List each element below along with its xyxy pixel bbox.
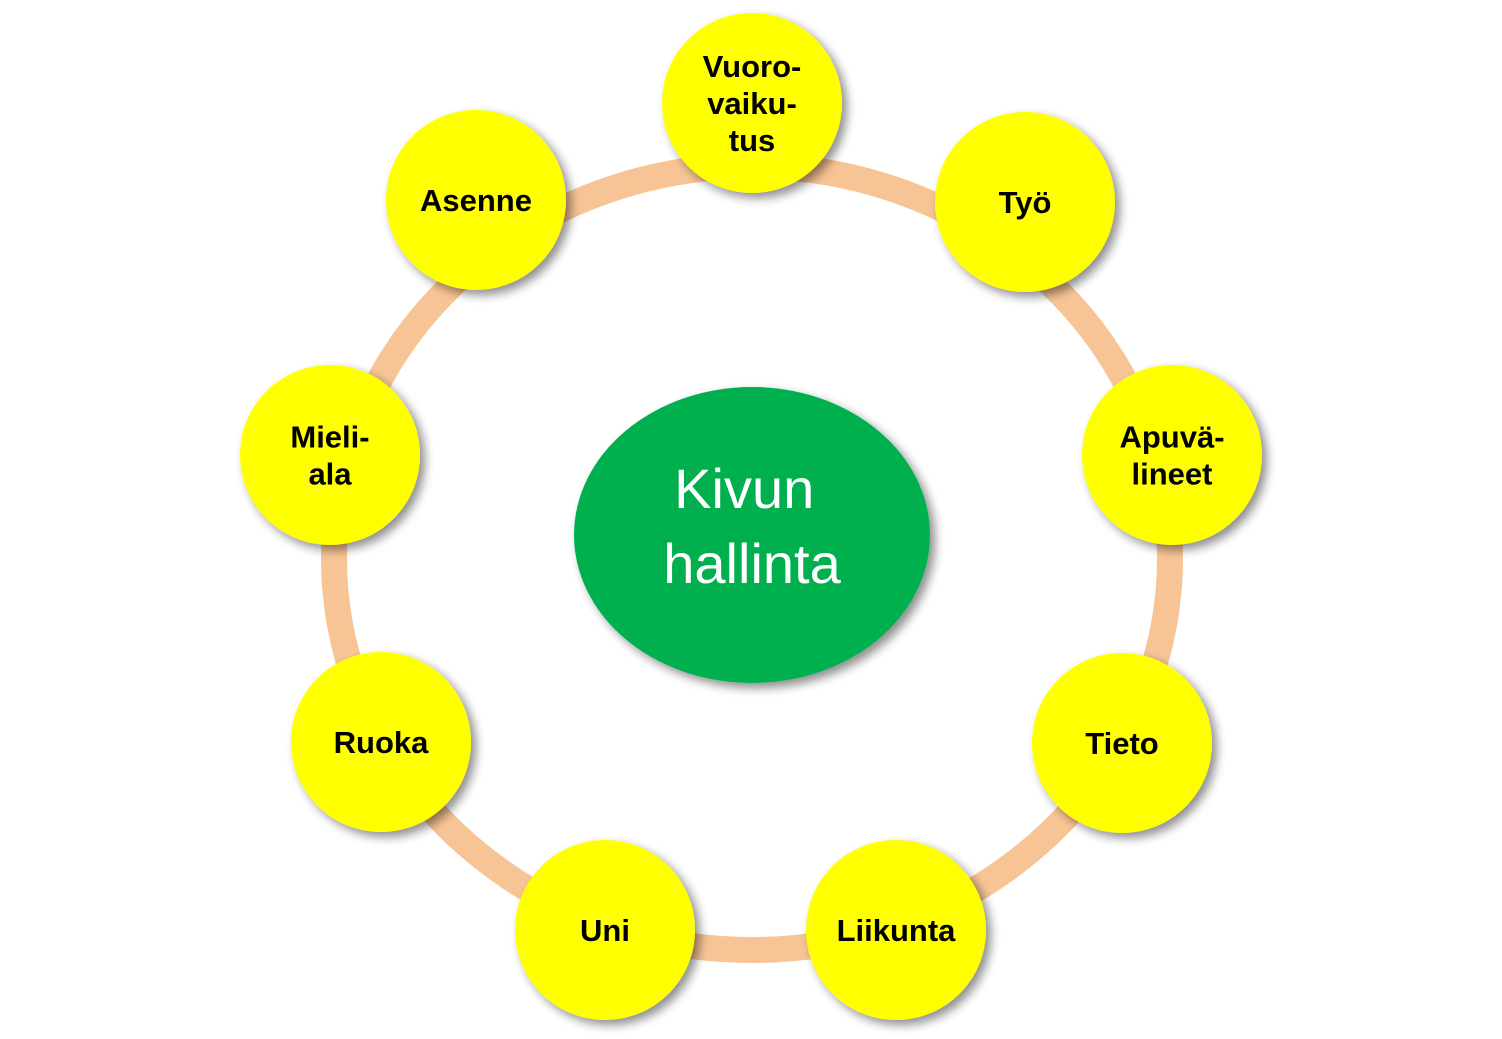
node-circle — [935, 112, 1115, 292]
center-label-line-1: Kivun — [674, 457, 814, 520]
node-circle — [662, 13, 842, 193]
node-circle — [240, 365, 420, 545]
node-label-line: Tieto — [1085, 726, 1159, 761]
node-label: Ruoka — [334, 725, 430, 760]
node-mieliala: Mieli-ala — [240, 365, 420, 545]
node-circle — [291, 652, 471, 832]
node-label: Tieto — [1085, 726, 1159, 761]
node-label: Apuvä-lineet — [1119, 420, 1224, 492]
node-circle — [515, 840, 695, 1020]
node-label: Uni — [580, 913, 630, 948]
node-label-line: ala — [308, 457, 352, 492]
center-node: Kivun hallinta — [574, 387, 930, 683]
node-label: Työ — [999, 185, 1052, 220]
outer-nodes: Vuoro-vaiku-tusTyöApuvä-lineetTietoLiiku… — [240, 13, 1262, 1020]
node-label-line: Työ — [999, 185, 1052, 220]
node-label-line: Mieli- — [290, 420, 369, 455]
node-label-line: tus — [729, 123, 776, 158]
node-tyo: Työ — [935, 112, 1115, 292]
center-label-line-2: hallinta — [663, 532, 841, 595]
node-label-line: vaiku- — [707, 86, 797, 121]
node-circle — [1032, 653, 1212, 833]
node-circle — [806, 840, 986, 1020]
node-vuorovaikutus: Vuoro-vaiku-tus — [662, 13, 842, 193]
node-label-line: Liikunta — [837, 913, 957, 948]
node-label: Mieli-ala — [290, 420, 369, 492]
center-label: Kivun hallinta — [663, 457, 841, 595]
node-tieto: Tieto — [1032, 653, 1212, 833]
node-ruoka: Ruoka — [291, 652, 471, 832]
node-liikunta: Liikunta — [806, 840, 986, 1020]
node-label: Vuoro-vaiku-tus — [703, 49, 802, 158]
node-circle — [1082, 365, 1262, 545]
node-asenne: Asenne — [386, 110, 566, 290]
node-uni: Uni — [515, 840, 695, 1020]
node-label-line: lineet — [1132, 457, 1213, 492]
node-label-line: Uni — [580, 913, 630, 948]
node-label: Liikunta — [837, 913, 957, 948]
node-label-line: Asenne — [420, 183, 532, 218]
node-label: Asenne — [420, 183, 532, 218]
node-circle — [386, 110, 566, 290]
node-label-line: Apuvä- — [1119, 420, 1224, 455]
node-label-line: Vuoro- — [703, 49, 802, 84]
node-apuvalineet: Apuvä-lineet — [1082, 365, 1262, 545]
center-ellipse — [574, 387, 930, 683]
node-label-line: Ruoka — [334, 725, 430, 760]
